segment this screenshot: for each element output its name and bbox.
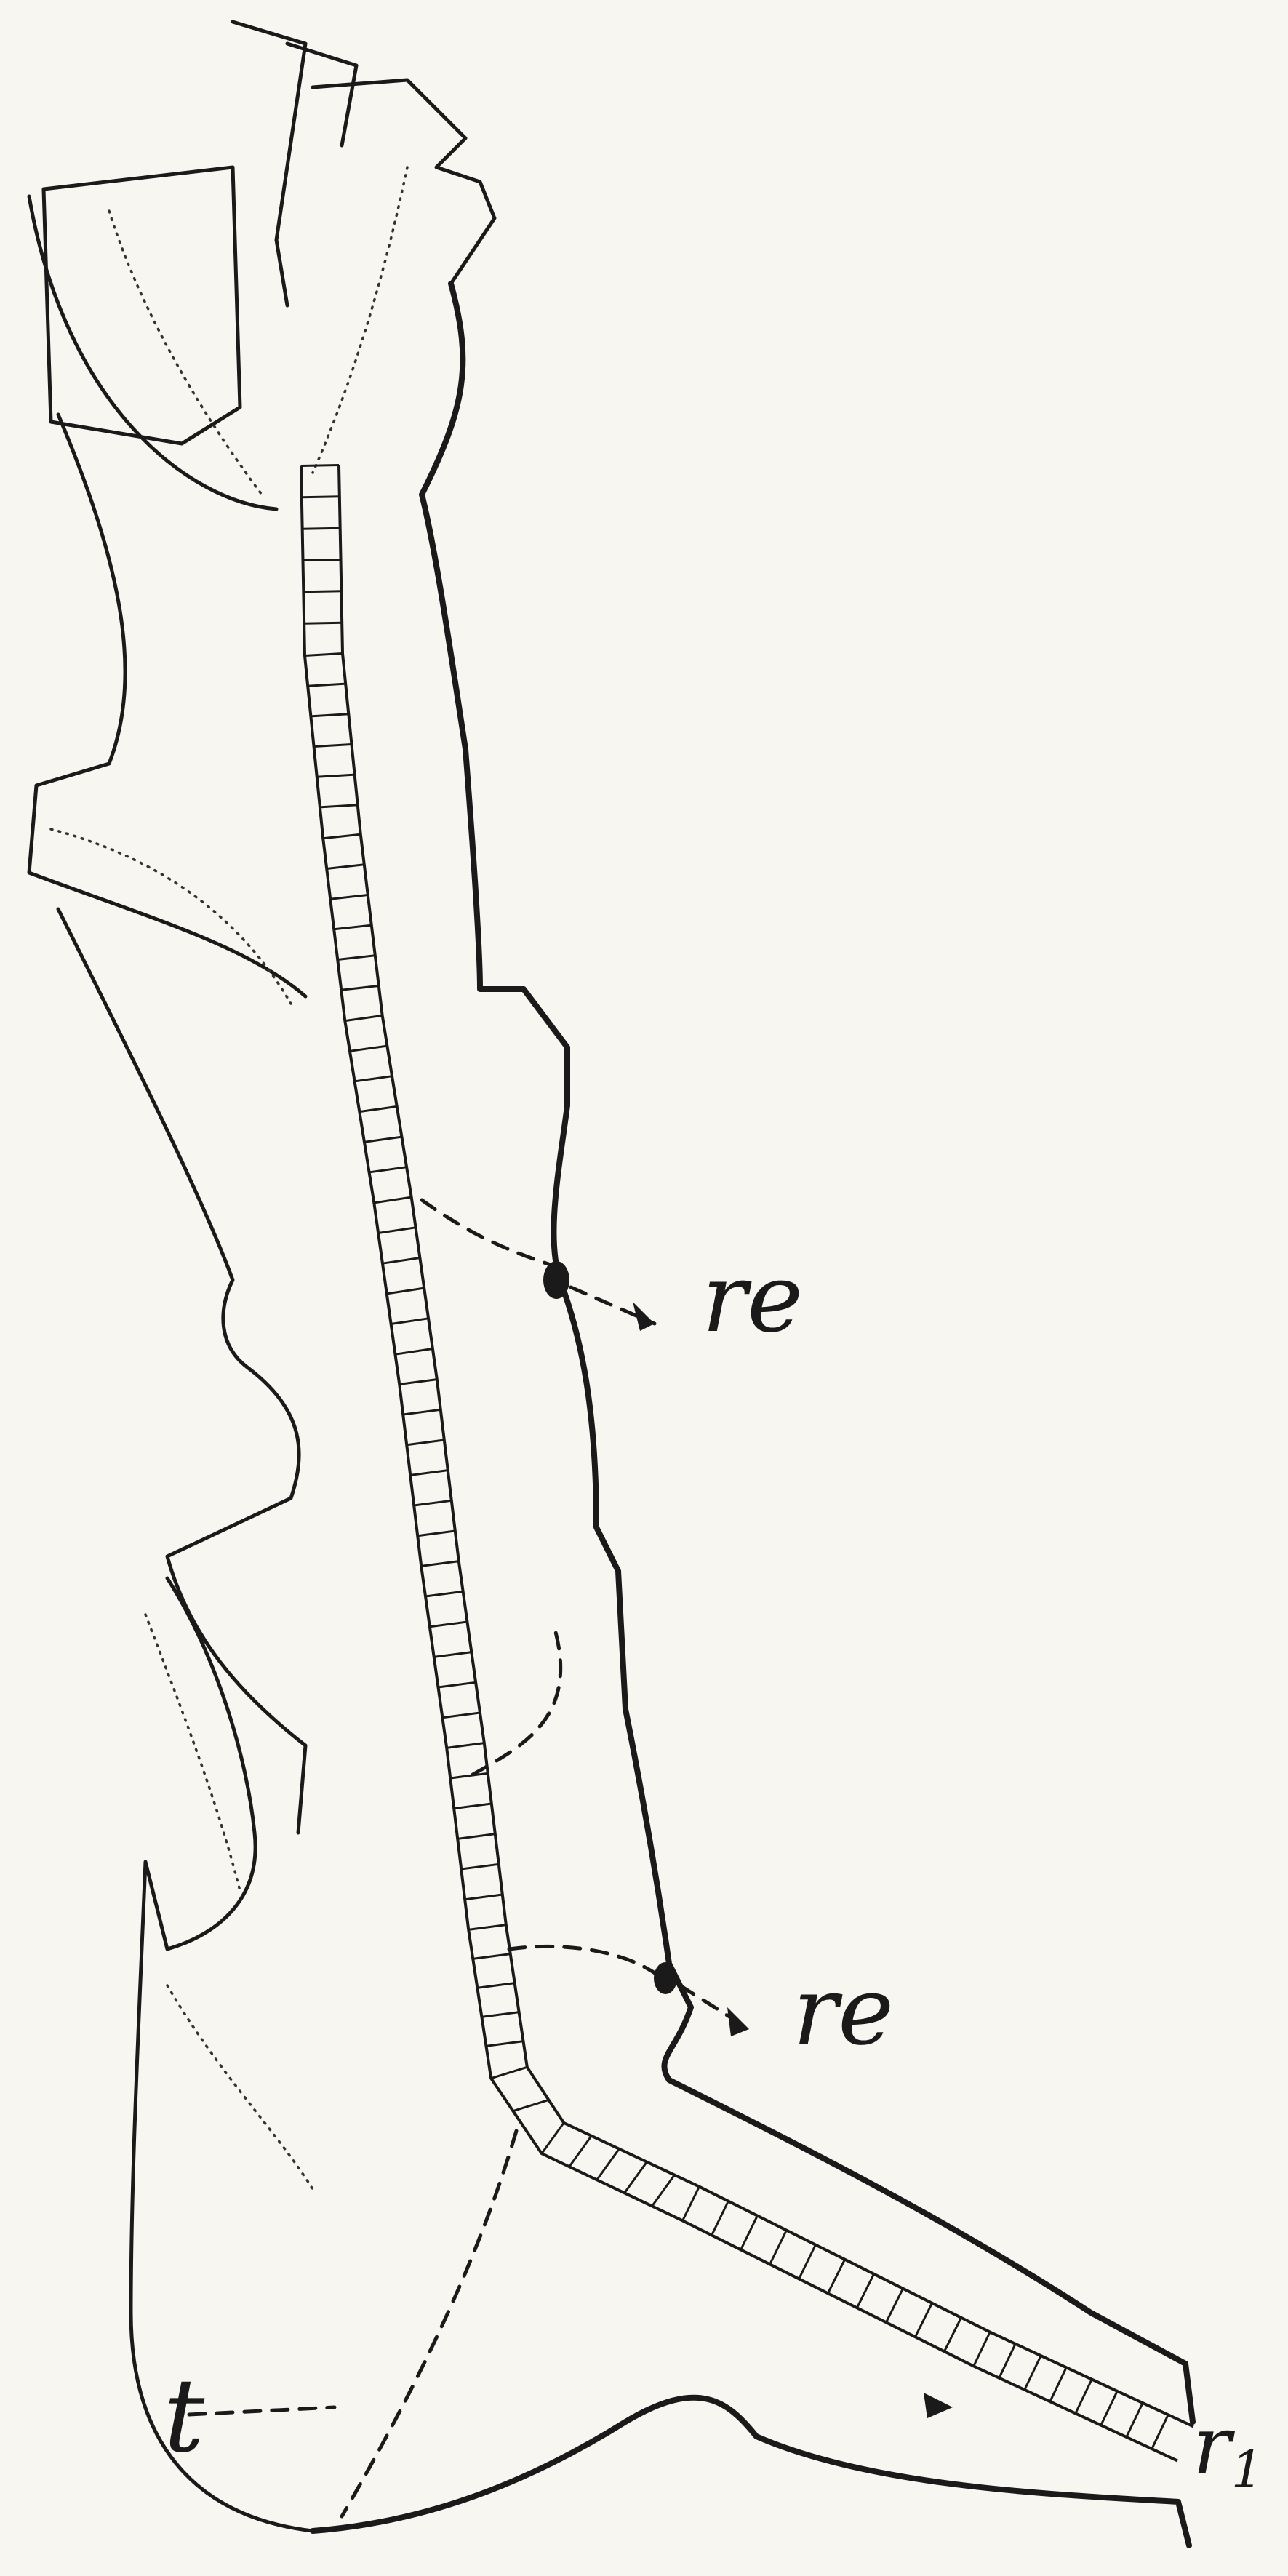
upper-node <box>543 1261 569 1299</box>
strand-rung <box>359 1106 396 1111</box>
strand-rung <box>857 2274 873 2308</box>
strand-rung <box>473 1954 511 1959</box>
strand-rung <box>407 1440 444 1445</box>
strand-rung <box>345 1015 382 1020</box>
strand-rung <box>417 1531 455 1536</box>
label-re-lower: re <box>793 1956 894 2066</box>
strand-rung <box>425 1591 463 1596</box>
strand-rung <box>442 1713 480 1718</box>
strand-rung <box>320 805 358 807</box>
strand-rung <box>1127 2403 1143 2437</box>
strand-rung <box>374 1197 411 1203</box>
strand-rung <box>327 865 364 869</box>
strand-rung <box>454 1804 492 1809</box>
left-lobes <box>29 196 313 2531</box>
strand-rung <box>396 1349 433 1355</box>
strand-rung <box>569 2136 591 2167</box>
strand-rung <box>337 956 375 960</box>
strand-edge-left <box>301 466 1177 2461</box>
vascular-strand <box>301 465 1193 2461</box>
strand-rung <box>999 2344 1015 2378</box>
strand-rung <box>513 2100 549 2111</box>
strand-rung <box>399 1380 437 1385</box>
strand-rung <box>414 1500 452 1505</box>
strand-rung <box>383 1258 420 1264</box>
lower-node <box>654 1962 677 1994</box>
strand-rung <box>303 528 340 529</box>
strand-rung <box>741 2216 758 2250</box>
strand-rung <box>303 560 341 561</box>
strand-rung <box>1050 2367 1066 2401</box>
strand-rung <box>311 714 348 716</box>
strand-rung <box>625 2162 647 2193</box>
strand-rung <box>317 775 355 777</box>
strand-rung <box>477 1983 515 1988</box>
strand-rung <box>491 2067 527 2078</box>
bottom-outline <box>313 2398 1189 2545</box>
strand-rung <box>944 2318 961 2352</box>
right-outline <box>422 284 1193 2422</box>
strand-rung <box>421 1561 459 1567</box>
label-r1: r1 <box>1193 2399 1263 2500</box>
strand-rung <box>434 1652 472 1657</box>
strand-rung <box>461 1864 499 1869</box>
strand-rung <box>974 2332 990 2367</box>
strand-rung <box>355 1076 392 1081</box>
strand-rung <box>1025 2356 1041 2390</box>
strand-rung <box>828 2260 844 2294</box>
strand-rung <box>369 1167 407 1172</box>
strand-rung <box>364 1137 402 1142</box>
strand-rung <box>341 986 379 991</box>
strand-rung <box>597 2149 619 2180</box>
strand-rung <box>486 2041 524 2047</box>
dotted-veins <box>51 167 407 2189</box>
strand-rung <box>712 2201 729 2236</box>
strand-rung <box>391 1319 428 1324</box>
strand-rung <box>468 1925 506 1930</box>
strand-rung <box>652 2175 674 2206</box>
strand-rung <box>457 1834 495 1839</box>
strand-rung <box>314 745 352 747</box>
strand-rung <box>799 2245 816 2279</box>
strand-rung <box>323 834 361 839</box>
strand-rung <box>305 654 343 656</box>
strand-rung <box>430 1622 468 1627</box>
strand-rung <box>1076 2380 1092 2414</box>
strand-rung <box>542 2123 564 2153</box>
strand-rung <box>465 1895 503 1900</box>
strand-rung <box>1152 2415 1168 2449</box>
strand-rung <box>350 1046 388 1051</box>
arrow-strand <box>924 2393 953 2418</box>
strand-rung <box>303 591 341 592</box>
left-outline <box>44 22 495 444</box>
label-r1-main: r <box>1193 2399 1236 2492</box>
strand-rung <box>301 465 339 466</box>
strand-rung <box>330 895 368 900</box>
strand-rung <box>403 1409 441 1415</box>
strand-rung <box>378 1228 415 1233</box>
strand-rung <box>308 684 345 686</box>
strand-rung <box>683 2187 700 2221</box>
strand-rung <box>334 925 372 929</box>
strand-rung <box>886 2289 903 2323</box>
strand-rung <box>387 1288 424 1294</box>
label-t: t <box>164 2357 205 2476</box>
strand-rung <box>481 2012 519 2017</box>
strand-rung <box>450 1773 488 1778</box>
strand-rung <box>439 1682 476 1687</box>
strand-rung <box>410 1471 448 1476</box>
strand-rung <box>770 2231 787 2265</box>
label-r1-sub: 1 <box>1231 2440 1264 2500</box>
strand-rung <box>447 1743 484 1748</box>
arrow-upper <box>571 1287 655 1331</box>
strand-rung <box>915 2303 932 2337</box>
strand-rung <box>1101 2391 1117 2425</box>
label-re-upper: re <box>702 1243 803 1353</box>
